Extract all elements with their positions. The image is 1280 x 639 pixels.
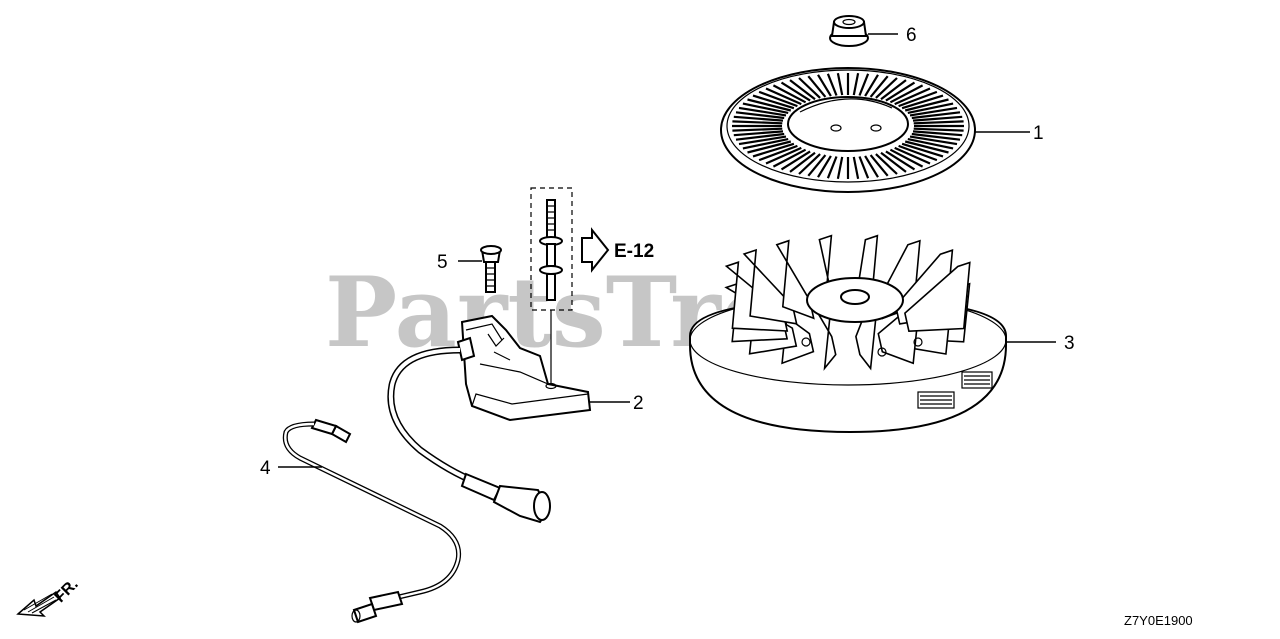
fan-slot (901, 94, 944, 110)
fan-slot (747, 140, 792, 154)
ground-wire-part[interactable] (282, 418, 462, 624)
fan-slot (880, 79, 907, 101)
spark-plug-cap-part[interactable] (460, 472, 551, 524)
fan-slot (912, 130, 963, 137)
fan-slot (780, 150, 811, 171)
fan-slot (901, 142, 944, 158)
fan-slot (898, 144, 938, 162)
flange-bolt-part[interactable] (480, 245, 502, 293)
fan-slot (826, 73, 838, 96)
fan-slot (735, 111, 785, 120)
fan-slot (880, 151, 907, 173)
fan-slot (807, 154, 827, 177)
fan-slot (889, 148, 924, 168)
fan-slot (735, 132, 785, 141)
fan-slot (742, 138, 789, 150)
fan-slot (875, 77, 898, 99)
diagram-code: Z7Y0E1900 (1124, 613, 1193, 628)
callout-1[interactable]: 1 (1033, 123, 1044, 144)
fan-slot (798, 153, 821, 175)
fan-slot (913, 120, 964, 125)
fan-slot (817, 74, 832, 97)
fan-slot (894, 87, 931, 106)
fan-slot (752, 94, 795, 110)
fan-slot (909, 135, 958, 146)
fan-slot (836, 156, 844, 180)
fan-slot (742, 102, 789, 114)
fan-slot (772, 148, 807, 168)
fan-slot (732, 120, 783, 125)
fan-slot (738, 106, 787, 117)
fan-slot (765, 87, 802, 106)
fan-slot (869, 75, 889, 98)
fan-slot (789, 79, 816, 101)
fan-slot (780, 81, 811, 102)
fan-slot (817, 155, 832, 178)
fan-slot (885, 150, 916, 171)
callout-2[interactable]: 2 (633, 393, 644, 414)
fan-slot (807, 75, 827, 98)
cooling-fan-screen-part[interactable] (720, 67, 976, 193)
fan-slot (852, 72, 860, 96)
reference-arrow-icon (581, 227, 610, 273)
fan-slot (885, 81, 916, 102)
fan-slot (789, 151, 816, 173)
fan-slot (913, 127, 964, 132)
fan-slot (864, 74, 879, 97)
fan-slot (864, 155, 879, 178)
fan-slot (858, 73, 870, 96)
high-tension-cord (387, 346, 478, 486)
fan-slot (875, 153, 898, 175)
flywheel-part[interactable] (689, 234, 1007, 434)
stud-bolt-part[interactable] (539, 199, 563, 301)
fan-slot (758, 144, 798, 162)
callout-3[interactable]: 3 (1064, 333, 1075, 354)
fan-slot (772, 84, 807, 104)
fan-slot (907, 102, 954, 114)
fan-slot (894, 146, 931, 165)
callout-6[interactable]: 6 (906, 25, 917, 46)
fan-slot (733, 115, 784, 122)
fan-slot (912, 115, 963, 122)
fan-slot (758, 90, 798, 108)
fan-slot (889, 84, 924, 104)
fan-slot (733, 130, 784, 137)
fan-slot (898, 90, 938, 108)
fan-slot (852, 156, 860, 180)
ignition-coil-part[interactable] (456, 314, 592, 422)
fan-slot (798, 77, 821, 99)
fan-slot (904, 140, 949, 154)
fan-slot (869, 154, 889, 177)
fan-slot (732, 127, 783, 132)
front-direction-arrow-icon (16, 590, 62, 617)
fan-slot (904, 98, 949, 112)
fan-slot (911, 111, 961, 120)
callout-5[interactable]: 5 (437, 252, 448, 273)
reference-label[interactable]: E-12 (614, 241, 654, 262)
flange-nut-part[interactable] (829, 15, 869, 47)
fan-slot (909, 106, 958, 117)
fan-slot (765, 146, 802, 165)
fan-slot (911, 132, 961, 141)
fan-slot (836, 72, 844, 96)
fan-slot (752, 142, 795, 158)
flywheel-fin (904, 261, 971, 333)
callout-4[interactable]: 4 (260, 458, 271, 479)
fan-slot (747, 98, 792, 112)
fan-slot (858, 156, 870, 179)
fan-slot (826, 156, 838, 179)
fan-slot (738, 135, 787, 146)
fan-slot (907, 138, 954, 150)
